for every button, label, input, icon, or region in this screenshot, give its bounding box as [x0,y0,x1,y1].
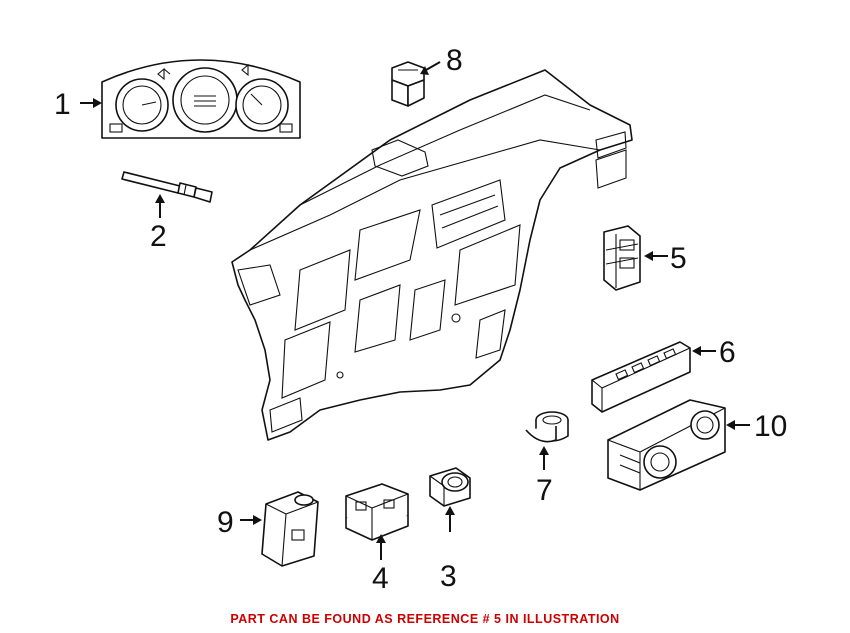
callout-10: 10 [754,410,787,443]
part-8-push-switch [391,61,425,107]
part-9-module [261,491,319,567]
dashboard-frame [231,69,633,441]
callout-arrows [80,61,750,560]
callout-8: 8 [446,44,463,77]
part-3-socket [429,467,471,507]
part-10-climate-control [607,399,726,491]
part-1-instrument-cluster [101,59,301,139]
part-4-switch-housing [345,483,409,541]
callout-3: 3 [440,560,457,593]
reference-note: PART CAN BE FOUND AS REFERENCE # 5 IN IL… [230,612,620,626]
callout-6: 6 [719,336,736,369]
callout-9: 9 [217,506,234,539]
part-5-switch-block [603,225,641,291]
part-2-sensor-rod [121,171,213,203]
callout-7: 7 [536,474,553,507]
callout-1: 1 [54,88,71,121]
part-6-control-panel [591,341,691,413]
callout-2: 2 [150,220,167,253]
part-7-knob [525,411,569,443]
callout-4: 4 [372,562,389,595]
callout-5: 5 [670,242,687,275]
